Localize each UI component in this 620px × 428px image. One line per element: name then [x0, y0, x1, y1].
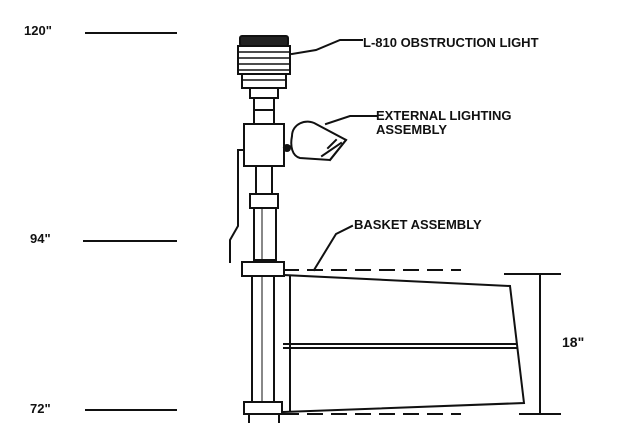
basket-assembly [282, 269, 526, 415]
obstruction-light [237, 35, 291, 111]
callout-obstruction-light: L-810 OBSTRUCTION LIGHT [363, 35, 539, 50]
dimension-18-in [504, 273, 561, 415]
elevation-label-94: 94" [30, 231, 51, 246]
lower-mast [241, 261, 285, 424]
callout-external-lighting: EXTERNAL LIGHTING ASSEMBLY [376, 108, 512, 137]
leader-obstruction-light [290, 39, 363, 56]
callout-basket-assembly: BASKET ASSEMBLY [354, 217, 482, 232]
upper-mast [229, 109, 285, 263]
elevation-label-72: 72" [30, 401, 51, 416]
elevation-label-120: 120" [24, 23, 52, 38]
dimension-label-18: 18" [562, 334, 585, 350]
leader-basket [312, 224, 354, 272]
leader-external-lighting [324, 115, 377, 126]
external-lighting-fixture [282, 120, 348, 162]
